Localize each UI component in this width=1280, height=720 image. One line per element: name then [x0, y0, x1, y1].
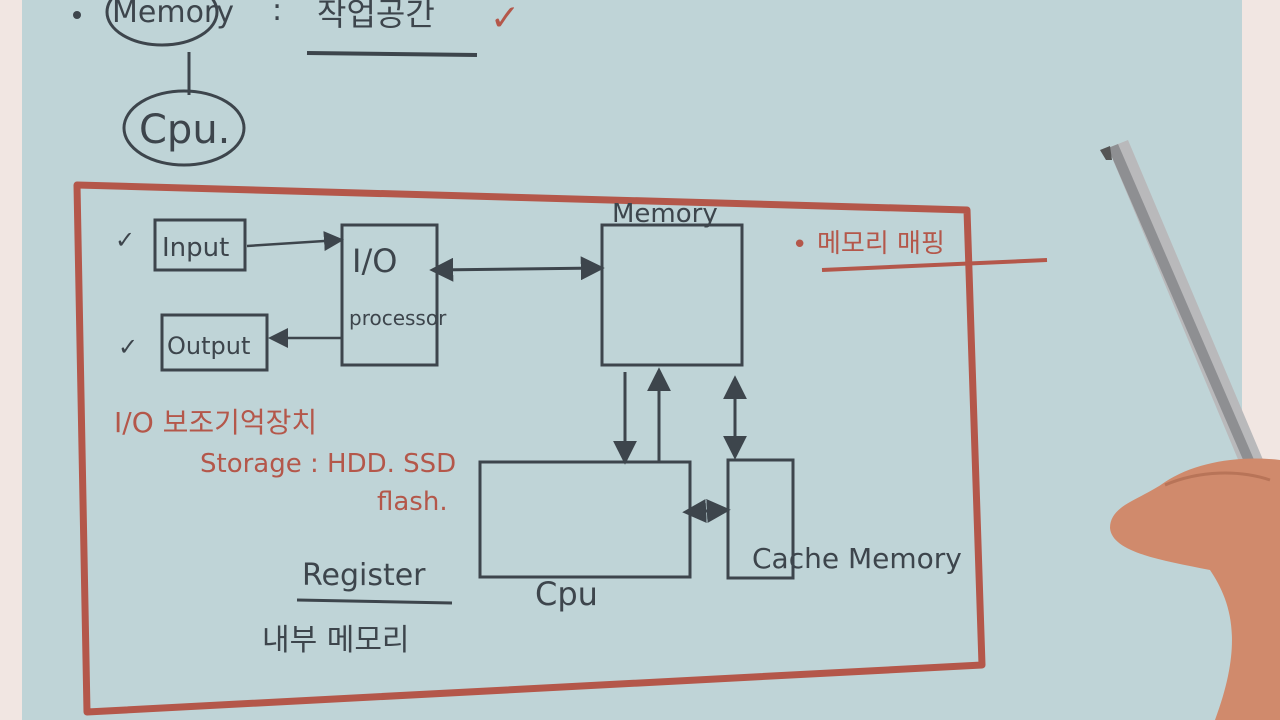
whiteboard-paper: Memory : 작업공간 ✓ Cpu. ✓ Input ✓ Output I/…: [22, 0, 1242, 720]
input-box: [153, 218, 247, 272]
memory-label: Memory: [612, 199, 718, 229]
input-to-io-arrow: [246, 231, 344, 252]
storage-note: Storage : HDD. SSD: [200, 449, 456, 479]
memory-box: [600, 223, 744, 367]
memory-label: Memory: [112, 0, 234, 30]
io-storage-note: I/O 보조기억장치: [114, 406, 317, 439]
input-label: Input: [162, 233, 229, 263]
memory-desc: 작업공간: [317, 0, 435, 33]
red-frame: [73, 181, 986, 716]
red-notes: • 메모리 매핑 I/O 보조기억장치 Storage : HDD. SSD f…: [114, 229, 1048, 517]
colon-text: :: [272, 0, 282, 28]
checkmark-icon: ✓: [118, 333, 138, 361]
io-processor-title: I/O: [352, 242, 397, 280]
cpu-cache-arrow: [682, 498, 731, 524]
checkmark-icon: ✓: [490, 0, 520, 39]
cpu-ellipse: [122, 89, 246, 167]
cpu-label: Cpu: [535, 575, 598, 613]
output-label: Output: [167, 332, 250, 360]
bullet-dot: [73, 11, 81, 19]
output-box: [160, 313, 269, 372]
io-memory-arrow: [429, 256, 605, 282]
register-title: Register: [302, 558, 426, 593]
underline: [296, 598, 453, 605]
io-processor-sub: processor: [349, 306, 447, 330]
cache-box: [726, 458, 795, 580]
bullet-dot: •: [792, 230, 807, 260]
register-note: Register 내부 메모리: [262, 558, 453, 658]
memory-mapping-note: 메모리 매핑: [817, 229, 945, 259]
cache-label: Cache Memory: [752, 542, 962, 575]
io-processor-box: [340, 223, 439, 367]
underline: [821, 258, 1048, 272]
checkmark-icon: ✓: [115, 226, 135, 254]
memory-ellipse: [105, 0, 219, 47]
computer-architecture-diagram: ✓ Input ✓ Output I/O processor Memory Cp…: [115, 199, 962, 613]
flash-note: flash.: [377, 487, 448, 517]
register-desc: 내부 메모리: [262, 623, 410, 658]
cpu-label: Cpu.: [139, 107, 230, 153]
top-notes: Memory : 작업공간 ✓ Cpu.: [73, 0, 520, 167]
underline: [306, 51, 478, 57]
